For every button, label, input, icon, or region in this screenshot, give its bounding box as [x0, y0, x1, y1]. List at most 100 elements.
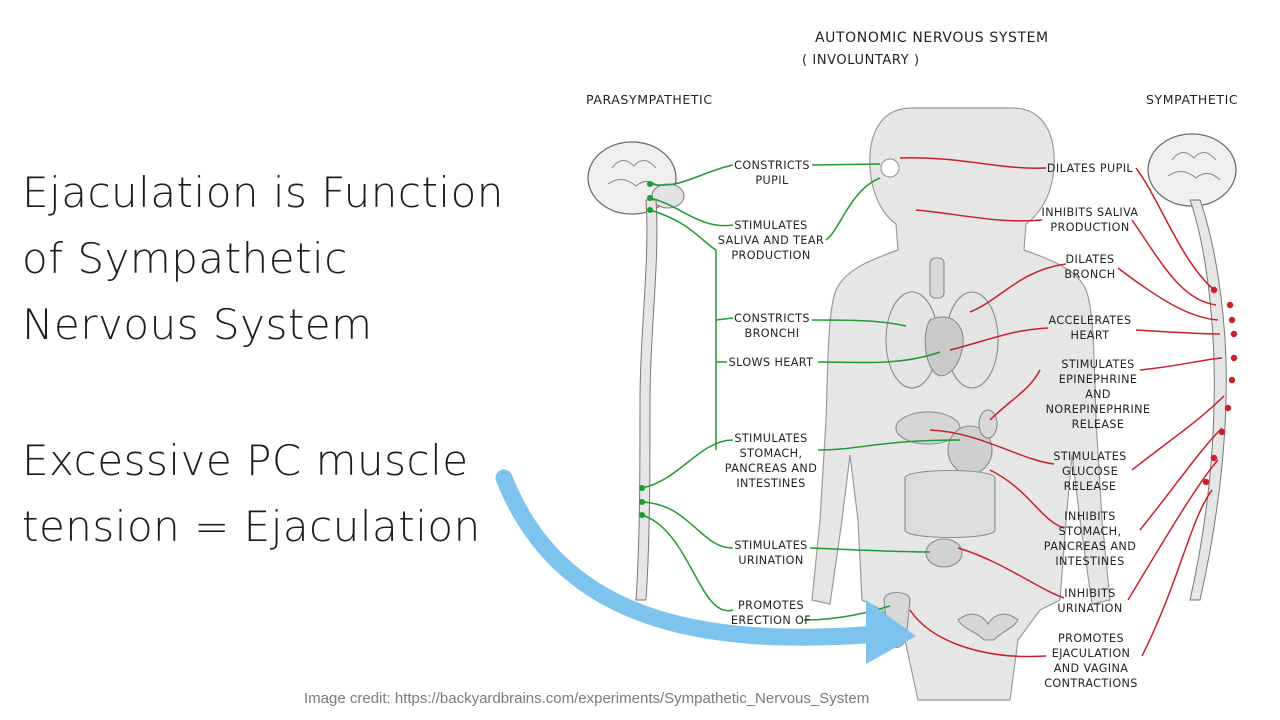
- sympathetic-label-line: STIMULATES: [1053, 450, 1126, 463]
- sympathetic-label-line: INHIBITS: [1064, 587, 1116, 600]
- body-silhouette: [811, 107, 1111, 701]
- symp-link-heart: [949, 327, 1049, 351]
- sympathetic-label-line: GLUCOSE: [1062, 465, 1118, 478]
- sympathetic-label-line: URINATION: [1057, 602, 1122, 615]
- subline-line: tension = Ejaculation: [22, 502, 481, 551]
- sympathetic-label: INHIBITS STOMACH, PANCREAS AND INTESTINES: [1044, 510, 1136, 568]
- symp-ganglion: [1224, 404, 1232, 412]
- parasympathetic-label-line: CONSTRICTS: [734, 312, 810, 325]
- diagram-title: AUTONOMIC NERVOUS SYSTEM: [815, 30, 1049, 46]
- sympathetic-nerves: [899, 157, 1225, 658]
- para-link-urination: [809, 547, 931, 553]
- parasympathetic-label-line: PANCREAS AND: [725, 462, 817, 475]
- symp-nerve-stomach: [1139, 427, 1223, 531]
- parasympathetic-label-line: SLOWS HEART: [729, 356, 814, 369]
- right-spinal-cord: [1189, 199, 1227, 601]
- sympathetic-label-line: AND: [1085, 388, 1111, 401]
- sympathetic-label-line: INHIBITS SALIVA: [1042, 206, 1139, 219]
- intestines: [904, 470, 996, 538]
- symp-link-adrenal: [989, 369, 1041, 421]
- heart: [924, 316, 964, 377]
- left-nervous-column: [587, 141, 685, 601]
- image-credit: Image credit: https://backyardbrains.com…: [304, 690, 870, 707]
- symp-link-pupil: [899, 157, 1047, 169]
- sympathetic-label-line: NOREPINEPHRINE: [1046, 403, 1151, 416]
- symp-nerve-urination: [1127, 459, 1219, 601]
- symp-link-stomach: [989, 469, 1065, 529]
- para-nerve-stomach: [641, 439, 734, 489]
- sympathetic-label-line: RELEASE: [1072, 418, 1125, 431]
- symp-link-urination: [957, 547, 1065, 599]
- para-link-pupil: [811, 163, 881, 166]
- para-link-heart: [817, 351, 941, 364]
- para-link-bronchi: [811, 319, 907, 327]
- symp-nerve-ejaculation: [1141, 489, 1213, 657]
- sympathetic-label-line: DILATES: [1066, 253, 1115, 266]
- sympathetic-label-line: EJACULATION: [1052, 647, 1131, 660]
- sympathetic-ganglia: [1202, 286, 1238, 486]
- symp-ganglion: [1228, 316, 1236, 324]
- para-ganglion: [639, 499, 645, 505]
- para-nerve-bronchi: [715, 317, 734, 321]
- para-ganglion: [647, 195, 653, 201]
- arrow-shaft: [495, 469, 887, 646]
- symp-nerve-adrenal: [1139, 357, 1223, 371]
- sympathetic-label-line: PRODUCTION: [1050, 221, 1129, 234]
- parasympathetic-header: PARASYMPATHETIC: [586, 92, 713, 107]
- symp-link-ejaculation: [909, 609, 1047, 658]
- highlight-arrow: [495, 469, 916, 664]
- right-nervous-column: [1147, 133, 1237, 601]
- parasympathetic-label: STIMULATES URINATION: [734, 539, 807, 567]
- symp-ganglion: [1226, 301, 1234, 309]
- sympathetic-header: SYMPATHETIC: [1146, 92, 1238, 107]
- parasympathetic-label-line: STIMULATES: [734, 539, 807, 552]
- sympathetic-label-line: INTESTINES: [1055, 555, 1124, 568]
- parasympathetic-label-line: URINATION: [738, 554, 803, 567]
- parasympathetic-label-line: ERECTION OF: [731, 614, 811, 627]
- bladder: [925, 538, 963, 568]
- sympathetic-label: DILATES BRONCH: [1064, 253, 1115, 281]
- symp-nerve-glucose: [1131, 395, 1225, 471]
- symp-link-bronch: [969, 263, 1067, 313]
- sympathetic-labels: DILATES PUPIL INHIBITS SALIVA PRODUCTION DI…: [1042, 162, 1151, 690]
- parasympathetic-label-line: STIMULATES: [734, 219, 807, 232]
- symp-link-glucose: [929, 429, 1055, 465]
- sympathetic-label-line: HEART: [1071, 329, 1110, 342]
- sympathetic-label-line: PANCREAS AND: [1044, 540, 1136, 553]
- para-link-saliva: [825, 177, 881, 241]
- adrenal-kidney: [978, 409, 998, 439]
- symp-nerve-pupil: [1135, 167, 1215, 291]
- para-link-stomach: [817, 439, 961, 451]
- parasympathetic-label-line: INTESTINES: [736, 477, 805, 490]
- sympathetic-label-line: BRONCH: [1064, 268, 1115, 281]
- sympathetic-label-line: INHIBITS: [1064, 510, 1116, 523]
- parasympathetic-label-line: PRODUCTION: [731, 249, 810, 262]
- para-ganglion: [639, 512, 645, 518]
- symp-ganglion: [1210, 454, 1218, 462]
- eye-outline: [880, 158, 900, 178]
- sympathetic-label-line: CONTRACTIONS: [1044, 677, 1138, 690]
- symp-ganglion: [1210, 286, 1218, 294]
- headline-line: Ejaculation is Function: [22, 168, 504, 217]
- organs: [883, 257, 1019, 649]
- sympathetic-label: INHIBITS URINATION: [1057, 587, 1122, 615]
- sympathetic-label-line: STOMACH,: [1059, 525, 1122, 538]
- sympathetic-label-line: ACCELERATES: [1049, 314, 1132, 327]
- symp-nerve-saliva: [1131, 219, 1217, 306]
- parasympathetic-ganglia: [639, 181, 653, 518]
- para-nerve-trunk: [649, 209, 717, 450]
- para-nerve-genitals: [641, 514, 734, 612]
- sympathetic-label: DILATES PUPIL: [1047, 162, 1134, 175]
- parasympathetic-label-line: CONSTRICTS: [734, 159, 810, 172]
- sympathetic-label: ACCELERATES HEART: [1049, 314, 1132, 342]
- arrow-head: [866, 600, 916, 664]
- parasympathetic-label: SLOWS HEART: [729, 356, 814, 369]
- para-nerve-urination: [641, 501, 734, 549]
- parasympathetic-label-line: STOMACH,: [740, 447, 803, 460]
